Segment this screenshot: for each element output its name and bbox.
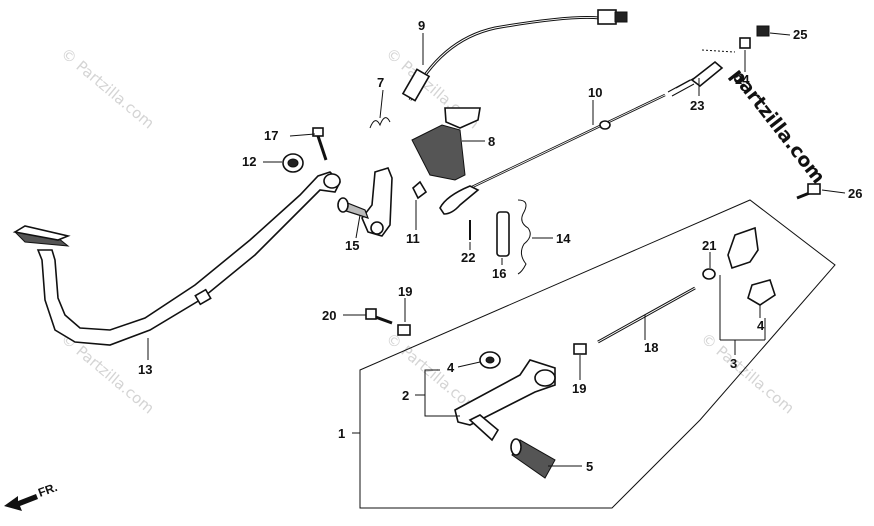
callout-4-lever: 4 xyxy=(447,360,455,375)
bushing xyxy=(282,153,304,173)
callout-3: 3 xyxy=(730,356,737,371)
callout-9: 10 xyxy=(588,85,602,100)
bolt-20 xyxy=(312,127,328,161)
callout-10: 11 xyxy=(406,231,420,246)
nut-18 xyxy=(397,324,411,336)
bolt-19 xyxy=(365,308,393,325)
callout-24: 24 xyxy=(735,72,750,87)
callout-11: 13 xyxy=(138,362,152,377)
callout-7: 7 xyxy=(377,75,384,90)
shift-grip xyxy=(510,438,556,479)
callout-8: 8 xyxy=(488,134,495,149)
callout-25: 25 xyxy=(793,27,807,42)
callout-13: 14 xyxy=(556,231,571,246)
shift-lever xyxy=(454,351,556,442)
shift-linkage xyxy=(702,226,776,306)
callout-15: 16 xyxy=(492,266,506,281)
callout-14: 15 xyxy=(345,238,359,253)
callout-5: 5 xyxy=(586,459,593,474)
pin-15 xyxy=(496,211,510,257)
callout-16: 18 xyxy=(644,340,658,355)
callout-17: 19 xyxy=(572,381,586,396)
brake-pedal xyxy=(12,171,341,346)
shaft-16 xyxy=(597,286,696,344)
brake-rod xyxy=(439,93,666,215)
clip-10 xyxy=(412,180,428,200)
callout-4-right: 4 xyxy=(757,318,765,333)
spring-7 xyxy=(369,117,391,129)
brake-switch xyxy=(401,9,628,102)
front-label: FR. xyxy=(36,480,59,500)
nut-17 xyxy=(573,343,587,355)
spring-13 xyxy=(517,199,531,275)
callout-26: 26 xyxy=(848,186,862,201)
callout-20: 17 xyxy=(264,128,278,143)
callout-2: 2 xyxy=(402,388,409,403)
callout-18: 19 xyxy=(398,284,412,299)
callout-12: 12 xyxy=(242,154,256,169)
leader-lines xyxy=(147,32,846,467)
pivot-arm xyxy=(337,167,393,237)
callout-1: 1 xyxy=(338,426,345,441)
callout-22: 22 xyxy=(461,250,475,265)
callout-21: 21 xyxy=(702,238,716,253)
front-arrow-icon xyxy=(4,494,38,511)
callouts: 9 7 17 12 8 10 11 15 14 22 16 23 24 25 2… xyxy=(138,18,862,474)
callout-6: 9 xyxy=(418,18,425,33)
watermark-bottom-right: © Partzilla.com xyxy=(697,329,797,417)
bolt-26 xyxy=(796,183,821,200)
assembly-outline xyxy=(359,199,836,509)
front-direction-indicator: FR. xyxy=(4,480,59,511)
callout-23: 23 xyxy=(690,98,704,113)
watermark-top-left: © Partzilla.com xyxy=(57,44,157,132)
callout-19: 20 xyxy=(322,308,336,323)
bracket xyxy=(411,107,481,181)
watermarks: © Partzilla.com © Partzilla.com © Partzi… xyxy=(57,44,829,417)
